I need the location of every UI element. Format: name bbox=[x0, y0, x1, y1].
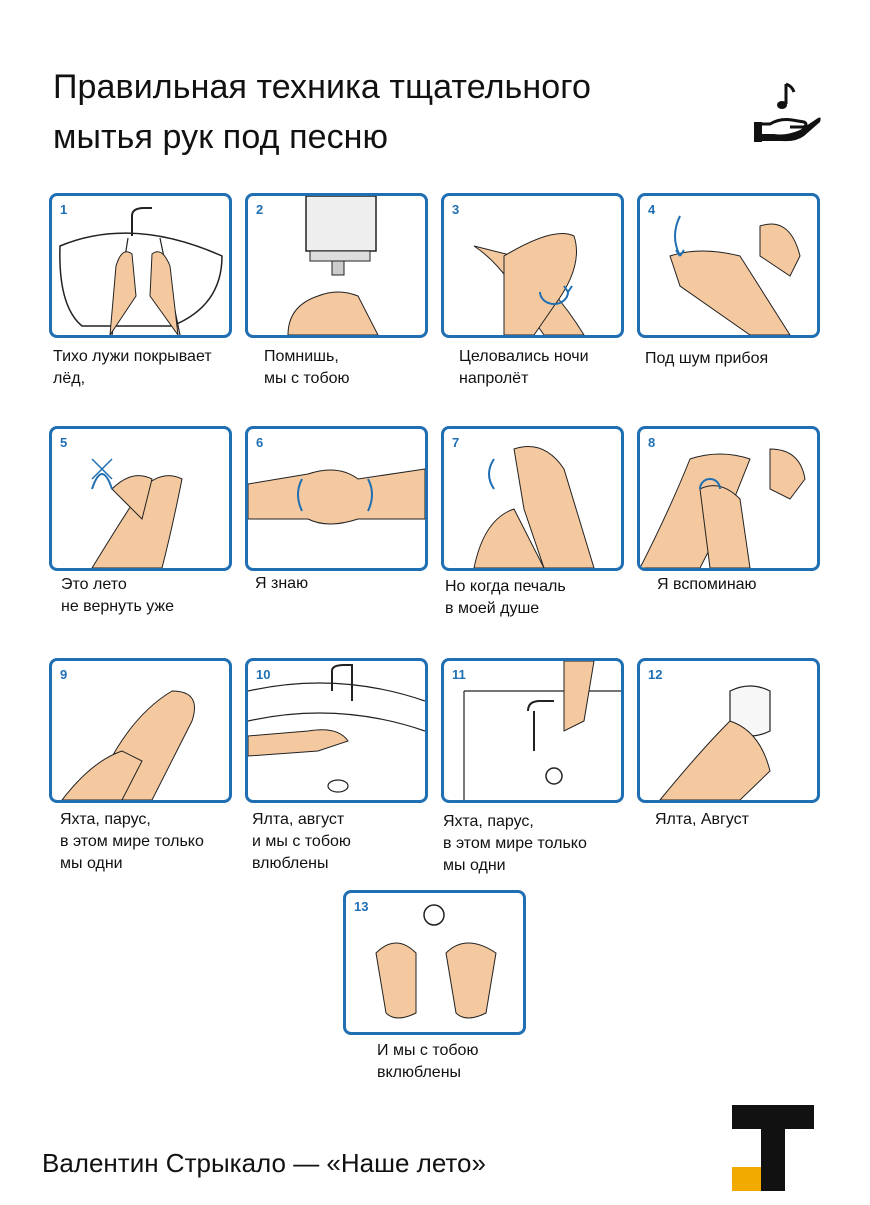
step-caption-6: Я знаю bbox=[255, 575, 309, 592]
hands-under-faucet-icon bbox=[59, 207, 223, 335]
step-card-2: 2 bbox=[245, 193, 428, 338]
step-card-5: 5 bbox=[49, 426, 232, 571]
step-card-6: 6 bbox=[245, 426, 428, 571]
step-number: 13 bbox=[354, 899, 369, 914]
clean-hands-icon bbox=[375, 904, 497, 1019]
hand-with-music-note-icon bbox=[754, 82, 821, 142]
step-number: 10 bbox=[256, 667, 271, 682]
step-card-3: 3 bbox=[441, 193, 624, 338]
step-card-1: 1 bbox=[49, 193, 232, 338]
back-of-hands-icon bbox=[91, 458, 183, 568]
step-number: 8 bbox=[648, 435, 656, 450]
step-number: 9 bbox=[60, 667, 68, 682]
step-number: 5 bbox=[60, 435, 68, 450]
step-number: 4 bbox=[648, 202, 656, 217]
step-caption-12: Ялта, Август bbox=[655, 811, 749, 828]
t-logo-icon bbox=[732, 1105, 814, 1191]
step-caption-8: Я вспоминаю bbox=[657, 576, 757, 593]
step-card-9: 9 bbox=[49, 658, 232, 803]
interlocked-fingers-icon bbox=[248, 468, 425, 525]
step-number: 2 bbox=[256, 202, 264, 217]
soap-dispenser-icon bbox=[287, 196, 379, 335]
step-number: 3 bbox=[452, 202, 460, 217]
rinse-hands-icon bbox=[248, 664, 425, 793]
step-number: 11 bbox=[452, 667, 466, 682]
step-caption-4: Под шум прибоя bbox=[645, 350, 769, 367]
step-card-12: 12 bbox=[637, 658, 820, 803]
interlaced-fingers-icon bbox=[669, 215, 801, 335]
step-caption-1: Тихо лужи покрывает лёд, bbox=[53, 348, 212, 387]
step-caption-9: Яхта, парус, в этом мире только мы одни bbox=[60, 811, 204, 872]
step-caption-3: Целовались ночи напролёт bbox=[459, 348, 589, 387]
step-number: 1 bbox=[60, 202, 68, 217]
step-card-7: 7 bbox=[441, 426, 624, 571]
fingertips-on-palm-icon bbox=[640, 448, 806, 568]
step-card-13: 13 bbox=[343, 890, 526, 1035]
rotational-thumb-icon bbox=[473, 446, 595, 568]
page-title: Правильная техника тщательного мытья рук… bbox=[53, 62, 733, 162]
step-caption-2: Помнишь, мы с тобою bbox=[264, 348, 350, 387]
palm-to-palm-icon bbox=[473, 233, 585, 335]
step-caption-13: И мы с тобою вклюблены bbox=[377, 1042, 479, 1081]
close-faucet-with-elbow-icon bbox=[463, 661, 621, 800]
page-title-line-2: мытья рук под песню bbox=[53, 118, 389, 156]
step-caption-7: Но когда печаль в моей душе bbox=[445, 578, 566, 617]
step-card-8: 8 bbox=[637, 426, 820, 571]
step-number: 12 bbox=[648, 667, 663, 682]
step-number: 6 bbox=[256, 435, 264, 450]
step-card-10: 10 bbox=[245, 658, 428, 803]
step-caption-10: Ялта, август и мы с тобою влюблены bbox=[252, 811, 351, 872]
dry-with-towel-icon bbox=[659, 685, 771, 800]
step-card-4: 4 bbox=[637, 193, 820, 338]
page-title-line-1: Правильная техника тщательного bbox=[53, 68, 591, 106]
step-number: 7 bbox=[452, 435, 460, 450]
wrist-rub-icon bbox=[61, 690, 195, 800]
step-card-11: 11 bbox=[441, 658, 624, 803]
step-caption-11: Яхта, парус, в этом мире только мы одни bbox=[443, 813, 587, 874]
step-caption-5: Это лето не вернуть уже bbox=[61, 576, 175, 615]
song-credit: Валентин Стрыкало — «Наше лето» bbox=[42, 1148, 486, 1178]
